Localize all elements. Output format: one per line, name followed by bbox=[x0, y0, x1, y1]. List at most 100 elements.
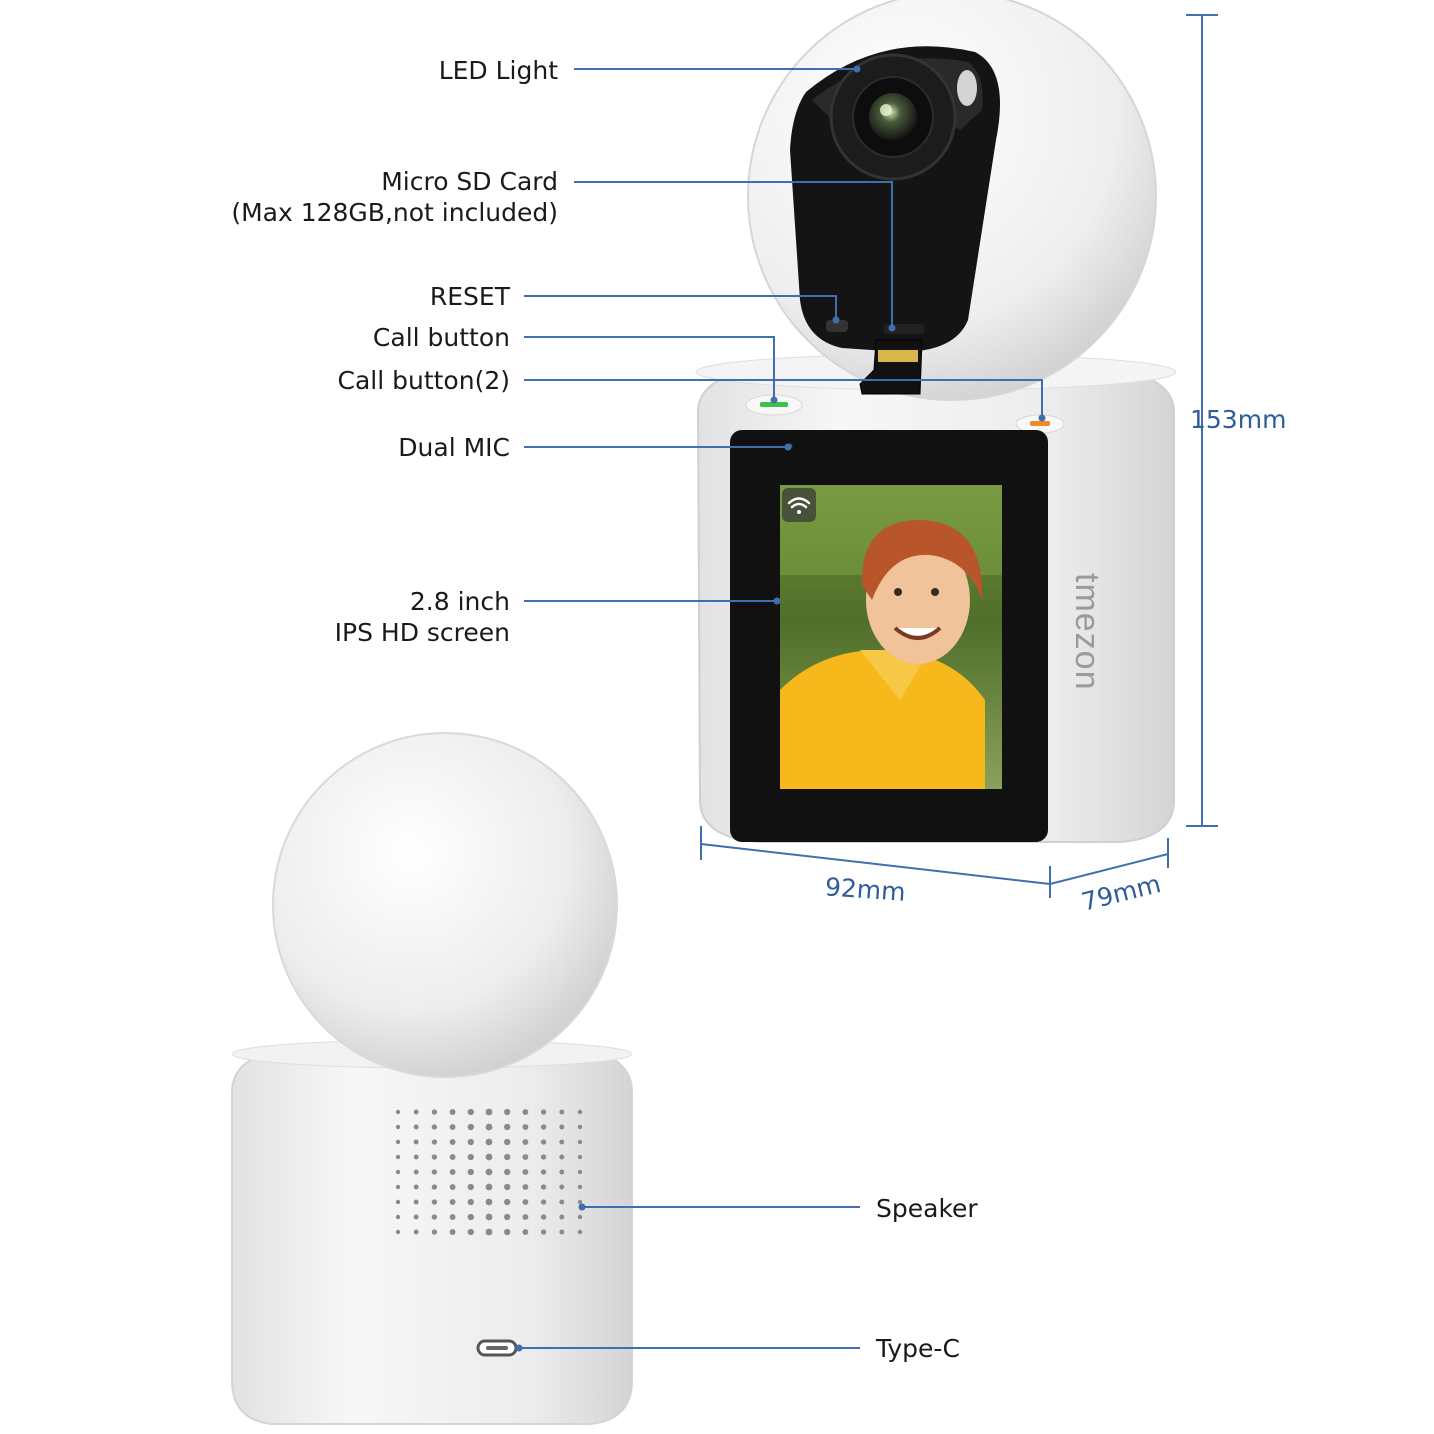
speaker-hole bbox=[504, 1228, 511, 1236]
speaker-hole bbox=[431, 1124, 438, 1130]
speaker-hole bbox=[431, 1139, 438, 1145]
speaker-hole bbox=[522, 1109, 529, 1115]
led-light-dot bbox=[853, 65, 861, 73]
speaker-hole bbox=[467, 1213, 474, 1221]
speaker-hole bbox=[540, 1109, 547, 1115]
back-dome bbox=[272, 732, 618, 1078]
speaker-hole bbox=[577, 1124, 583, 1130]
speaker-hole bbox=[431, 1169, 438, 1175]
screen-label: 2.8 inch bbox=[410, 587, 510, 616]
speaker-hole bbox=[395, 1154, 401, 1160]
speaker-hole bbox=[395, 1184, 401, 1190]
micro-sd-leader bbox=[574, 181, 893, 326]
speaker-hole bbox=[485, 1213, 493, 1221]
speaker-hole bbox=[577, 1169, 583, 1175]
speaker-hole bbox=[577, 1109, 583, 1115]
speaker-hole bbox=[577, 1214, 583, 1220]
screen-dot bbox=[773, 597, 781, 605]
depth-dimension-label: 79mm bbox=[1079, 869, 1164, 917]
speaker-hole bbox=[449, 1199, 456, 1205]
speaker-hole bbox=[485, 1183, 493, 1191]
speaker-hole bbox=[577, 1199, 583, 1205]
camera-front-view: tmezon bbox=[695, 0, 1177, 843]
speaker-hole bbox=[559, 1214, 565, 1220]
call-button-green-indicator bbox=[760, 402, 788, 407]
speaker-dot bbox=[578, 1203, 586, 1211]
call-button-2-dot bbox=[1038, 414, 1046, 422]
call-button-dot bbox=[770, 396, 778, 404]
speaker-hole bbox=[522, 1199, 529, 1205]
speaker-hole bbox=[504, 1153, 511, 1161]
dimension-lines bbox=[700, 14, 1218, 898]
speaker-hole bbox=[577, 1154, 583, 1160]
speaker-hole bbox=[485, 1153, 493, 1161]
speaker-hole bbox=[522, 1184, 529, 1190]
depth-dimension-line bbox=[1049, 853, 1169, 885]
speaker-hole bbox=[540, 1214, 547, 1220]
type-c-dot bbox=[515, 1344, 523, 1352]
speaker-hole bbox=[431, 1184, 438, 1190]
speaker-hole bbox=[467, 1198, 474, 1206]
speaker-hole bbox=[395, 1199, 401, 1205]
speaker-hole bbox=[540, 1154, 547, 1160]
wifi-icon bbox=[787, 497, 811, 514]
speaker-hole bbox=[413, 1199, 419, 1205]
callout-lines bbox=[515, 65, 1046, 1352]
height-dimension-label: 153mm bbox=[1190, 405, 1286, 434]
speaker-hole bbox=[504, 1123, 511, 1131]
screen-sublabel: IPS HD screen bbox=[335, 618, 510, 647]
micro-sd-label: Micro SD Card bbox=[381, 167, 558, 196]
speaker-hole bbox=[413, 1139, 419, 1145]
speaker-hole bbox=[522, 1154, 529, 1160]
speaker-hole bbox=[504, 1138, 511, 1146]
speaker-hole bbox=[413, 1184, 419, 1190]
speaker-hole bbox=[467, 1183, 474, 1191]
speaker-label: Speaker bbox=[876, 1194, 978, 1223]
speaker-hole bbox=[522, 1214, 529, 1220]
speaker-hole bbox=[540, 1139, 547, 1145]
speaker-hole bbox=[485, 1228, 493, 1236]
speaker-hole bbox=[577, 1139, 583, 1145]
call-button-orange-indicator bbox=[1030, 421, 1050, 426]
speaker-hole bbox=[467, 1228, 474, 1236]
speaker-hole bbox=[559, 1154, 565, 1160]
speaker-hole bbox=[449, 1109, 456, 1115]
call-button-label: Call button bbox=[373, 323, 510, 352]
screen-display bbox=[780, 485, 1002, 789]
speaker-hole bbox=[485, 1198, 493, 1206]
callout-labels: LED Light Micro SD Card (Max 128GB,not i… bbox=[231, 56, 1286, 1363]
speaker-hole bbox=[540, 1199, 547, 1205]
speaker-hole bbox=[413, 1154, 419, 1160]
speaker-hole bbox=[395, 1229, 401, 1235]
speaker-hole bbox=[431, 1154, 438, 1160]
width-dimension-line bbox=[700, 843, 1051, 885]
type-c-port-inner bbox=[486, 1346, 508, 1350]
speaker-hole bbox=[540, 1184, 547, 1190]
speaker-hole bbox=[485, 1108, 493, 1116]
speaker-hole bbox=[431, 1229, 438, 1235]
speaker-hole bbox=[395, 1169, 401, 1175]
width-dimension-label: 92mm bbox=[824, 872, 906, 907]
speaker-hole bbox=[431, 1214, 438, 1220]
camera-back-view bbox=[231, 732, 633, 1425]
speaker-hole bbox=[413, 1229, 419, 1235]
speaker-hole bbox=[522, 1124, 529, 1130]
reset-dot bbox=[832, 316, 840, 324]
speaker-hole bbox=[577, 1229, 583, 1235]
speaker-hole bbox=[485, 1168, 493, 1176]
speaker-hole bbox=[559, 1124, 565, 1130]
type-c-label: Type-C bbox=[875, 1334, 960, 1363]
speaker-hole bbox=[413, 1124, 419, 1130]
speaker-hole bbox=[467, 1168, 474, 1176]
speaker-hole bbox=[413, 1109, 419, 1115]
speaker-grille bbox=[395, 1108, 583, 1236]
speaker-hole bbox=[559, 1169, 565, 1175]
speaker-hole bbox=[395, 1109, 401, 1115]
speaker-hole bbox=[395, 1214, 401, 1220]
dual-mic-dot bbox=[784, 443, 792, 451]
speaker-hole bbox=[413, 1214, 419, 1220]
reset-leader bbox=[524, 295, 837, 318]
speaker-hole bbox=[449, 1184, 456, 1190]
speaker-hole bbox=[559, 1139, 565, 1145]
